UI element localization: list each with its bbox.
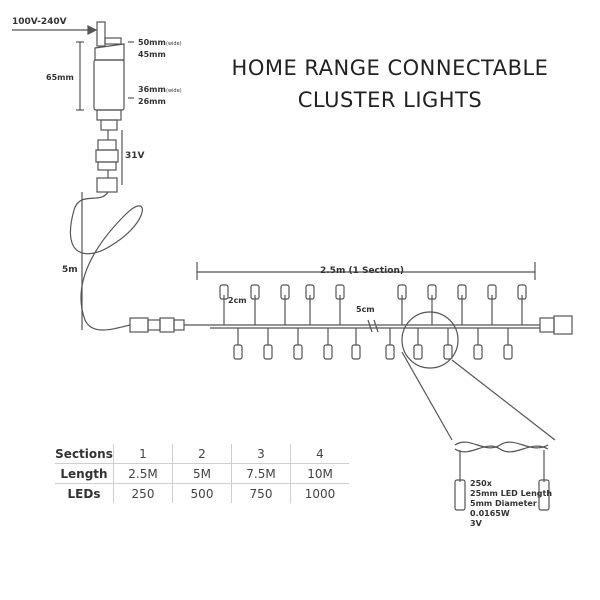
- connector-socket: [96, 177, 118, 193]
- zoom-circle: [401, 311, 459, 369]
- spec-line: 3V: [470, 519, 483, 528]
- spec-line: 250x: [470, 479, 493, 488]
- table-cell: 1: [113, 444, 173, 464]
- plug-adapter: [93, 21, 125, 131]
- sections-table: Sections 1 2 3 4 Length 2.5M 5M 7.5M 10M…: [55, 444, 349, 503]
- break-symbol: [367, 319, 379, 333]
- section-length-label: 2.5m (1 Section): [320, 266, 404, 276]
- drop-length-label: 5cm: [356, 305, 375, 314]
- adapter-depth-bottom-label: 26mm: [138, 97, 166, 106]
- end-connector: [539, 315, 573, 335]
- table-cell: 2.5M: [113, 463, 173, 484]
- table-cell: 1000: [290, 483, 349, 503]
- row-header: Length: [55, 463, 114, 484]
- adapter-width-top-note: (wide): [166, 41, 182, 47]
- table-row: LEDs 250 500 750 1000: [55, 483, 349, 503]
- spec-line: 25mm LED Length: [470, 489, 552, 498]
- page-title: HOME RANGE CONNECTABLE CLUSTER LIGHTS: [190, 52, 590, 116]
- table-cell: 4: [290, 444, 349, 464]
- table-cell: 2: [172, 444, 232, 464]
- table-row: Sections 1 2 3 4: [55, 444, 349, 464]
- row-header: Sections: [55, 444, 114, 464]
- voltage-out-label: 31V: [125, 151, 145, 161]
- table-cell: 10M: [290, 463, 349, 484]
- detail-view: [454, 441, 550, 511]
- row-header: LEDs: [55, 483, 114, 503]
- spec-line: 0.0165W: [470, 509, 510, 518]
- bulb-spacing-label: 2cm: [228, 296, 247, 305]
- bulbs-up: [219, 284, 527, 325]
- adapter-height-label: 65mm: [46, 73, 74, 82]
- spec-line: 5mm Diameter: [470, 499, 537, 508]
- title-line-1: HOME RANGE CONNECTABLE: [231, 56, 549, 80]
- adapter-width-bottom-label: 36mm: [138, 85, 166, 94]
- adapter-width-bottom-note: (wide): [166, 88, 182, 94]
- main-connector: [129, 317, 185, 333]
- table-cell: 500: [172, 483, 232, 503]
- input-arrow-head: [87, 25, 98, 35]
- table-cell: 750: [231, 483, 291, 503]
- table-cell: 250: [113, 483, 173, 503]
- table-cell: 3: [231, 444, 291, 464]
- adapter-depth-top-label: 45mm: [138, 50, 166, 59]
- adapter-width-top-label: 50mm: [138, 38, 166, 47]
- connector-plug: [95, 139, 119, 171]
- spec-block: 250x 25mm LED Length 5mm Diameter 0.0165…: [470, 479, 552, 528]
- voltage-in-label: 100V-240V: [12, 17, 67, 27]
- table-cell: 5M: [172, 463, 232, 484]
- table-row: Length 2.5M 5M 7.5M 10M: [55, 463, 349, 484]
- table-cell: 7.5M: [231, 463, 291, 484]
- bulbs-down: [233, 328, 513, 360]
- lead-length-label: 5m: [62, 265, 78, 275]
- title-line-2: CLUSTER LIGHTS: [297, 88, 483, 112]
- lead-cable: [69, 191, 143, 331]
